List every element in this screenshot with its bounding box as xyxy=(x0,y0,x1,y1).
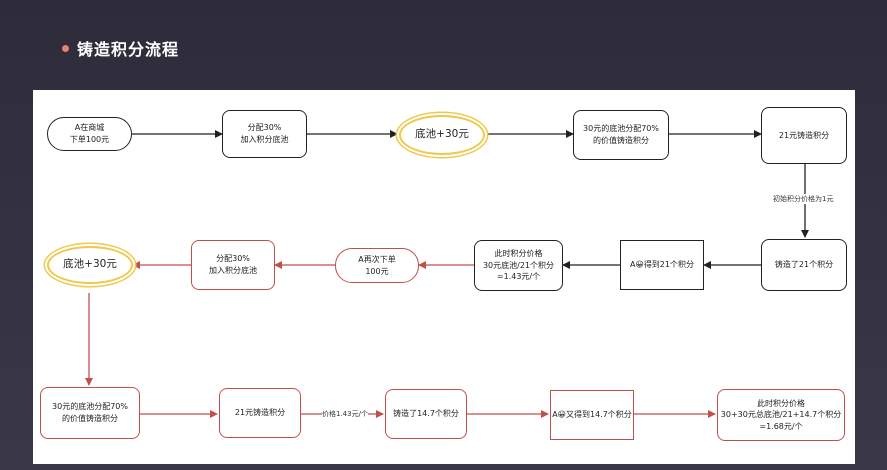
node-reorder-100: A再次下单 100元 xyxy=(335,248,419,283)
node-a-gets-21: A😀得到21个积分 xyxy=(620,240,704,290)
node-pool-plus-30-second: 底池+30元 xyxy=(47,246,133,284)
node-a-gets-14-7: A😀又得到14.7个积分 xyxy=(550,390,634,440)
node-price-168: 此时积分价格 30+30元总底池/21+14.7个积分 =1.68元/个 xyxy=(717,389,845,441)
node-pool-70-mint: 30元的底池分配70% 的价值铸造积分 xyxy=(573,110,669,160)
node-pool-70-mint-second: 30元的底池分配70% 的价值铸造积分 xyxy=(40,387,140,439)
node-minted-21: 铸造了21个积分 xyxy=(761,239,847,291)
node-order-100: A在商城 下单100元 xyxy=(47,117,132,151)
node-allocate-30-second: 分配30% 加入积分底池 xyxy=(191,240,275,290)
node-price-143: 此时积分价格 30元底池/21个积分 =1.43元/个 xyxy=(474,240,563,291)
label-initial-price: 初始积分价格为1元 xyxy=(773,194,834,204)
label-price-143: 价格1.43元/个 xyxy=(322,409,368,419)
node-minted-14-7: 铸造了14.7个积分 xyxy=(385,389,467,439)
node-pool-plus-30: 底池+30元 xyxy=(399,115,485,155)
slide-title: 铸造积分流程 xyxy=(62,36,179,60)
bullet-dot-icon xyxy=(62,44,69,52)
node-allocate-30: 分配30% 加入积分底池 xyxy=(222,110,307,158)
flowchart-canvas: A在商城 下单100元 分配30% 加入积分底池 底池+30元 30元的底池分配… xyxy=(33,90,855,464)
node-21-mint: 21元铸造积分 xyxy=(761,107,847,164)
page-title: 铸造积分流程 xyxy=(77,40,180,59)
node-21-mint-second: 21元铸造积分 xyxy=(219,388,301,438)
